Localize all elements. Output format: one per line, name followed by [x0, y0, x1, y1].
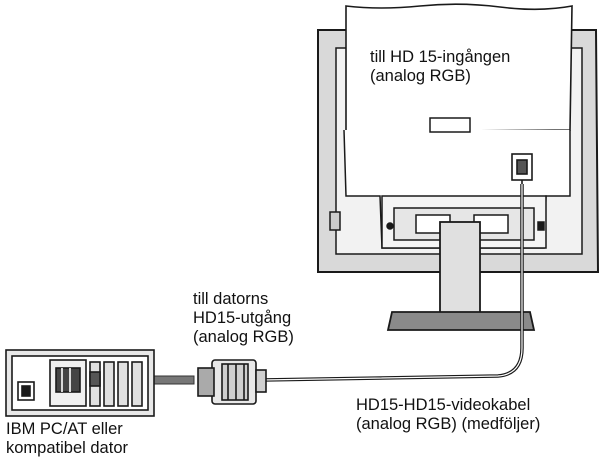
label-cable: HD15-HD15-videokabel (analog RGB) (medfö… — [356, 396, 541, 433]
label-computer: IBM PC/AT eller kompatibel dator — [6, 420, 128, 457]
monitor-panel — [329, 117, 571, 249]
monitor-connector — [511, 153, 533, 194]
paper-overlay — [345, 3, 573, 133]
computer-tower — [5, 349, 155, 417]
monitor-stand — [386, 221, 536, 331]
cable-plug — [197, 359, 267, 405]
label-computer-output: till datorns HD15-utgång (analog RGB) — [193, 290, 294, 346]
label-monitor-input: till HD 15-ingången (analog RGB) — [370, 48, 511, 85]
